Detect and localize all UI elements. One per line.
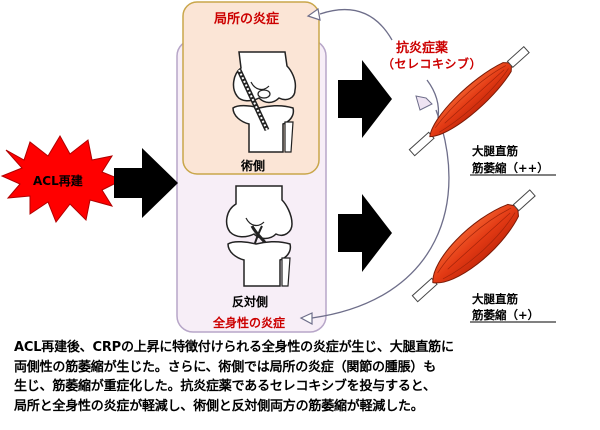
drug-arrow-head-local	[306, 7, 321, 21]
caption-line: 生じ、筋萎縮が重症化した。抗炎症薬であるセレコキシブを投与すると、	[14, 379, 436, 394]
local-inflammation-label: 局所の炎症	[214, 12, 280, 27]
drug-arrow-to-local	[319, 8, 393, 41]
arrow-acl-to-knees	[114, 148, 178, 218]
rectus-femoris-lower	[411, 189, 536, 303]
arrow-to-lower-muscle	[338, 194, 392, 272]
operative-side-label: 術側	[241, 159, 266, 173]
arrow-to-upper-muscle	[338, 60, 392, 138]
drug-arrow-to-systemic	[311, 109, 450, 319]
contralateral-knee-illustration	[225, 185, 293, 287]
acl-reconstruction-burst	[0, 135, 124, 223]
drug-detail-label: （セレコキシブ）	[382, 57, 483, 71]
drug-name-label: 抗炎症薬	[396, 41, 449, 56]
upper-muscle-name: 大腿直筋	[472, 144, 518, 158]
figure-caption: ACL再建後、CRPの上昇に特徴付けられる全身性の炎症が生じ、大腿直筋に 両側性…	[14, 338, 588, 416]
acl-reconstruction-label: ACL再建	[33, 174, 83, 188]
caption-line: 両側性の筋萎縮が生じた。さらに、術側では局所の炎症（関節の腫脹）も	[14, 359, 437, 375]
caption-line: ACL再建後、CRPの上昇に特徴付けられる全身性の炎症が生じ、大腿直筋に	[14, 340, 454, 355]
operative-knee-illustration	[232, 51, 297, 153]
lower-muscle-atrophy: 筋萎縮（+）	[472, 308, 540, 322]
upper-muscle-atrophy: 筋萎縮（++）	[472, 161, 549, 175]
lower-muscle-name: 大腿直筋	[472, 292, 518, 306]
drug-arrow-head-systemic	[299, 312, 313, 326]
drug-arrow-to-upper-muscle	[426, 79, 440, 119]
systemic-inflammation-label: 全身性の炎症	[213, 316, 286, 330]
contralateral-side-label: 反対側	[232, 295, 269, 309]
caption-line: 局所と全身性の炎症が軽減し、術側と反対側両方の筋萎縮が軽減した。	[14, 398, 424, 414]
drug-arrow-head-upper	[415, 95, 433, 111]
rectus-femoris-upper	[408, 45, 530, 157]
